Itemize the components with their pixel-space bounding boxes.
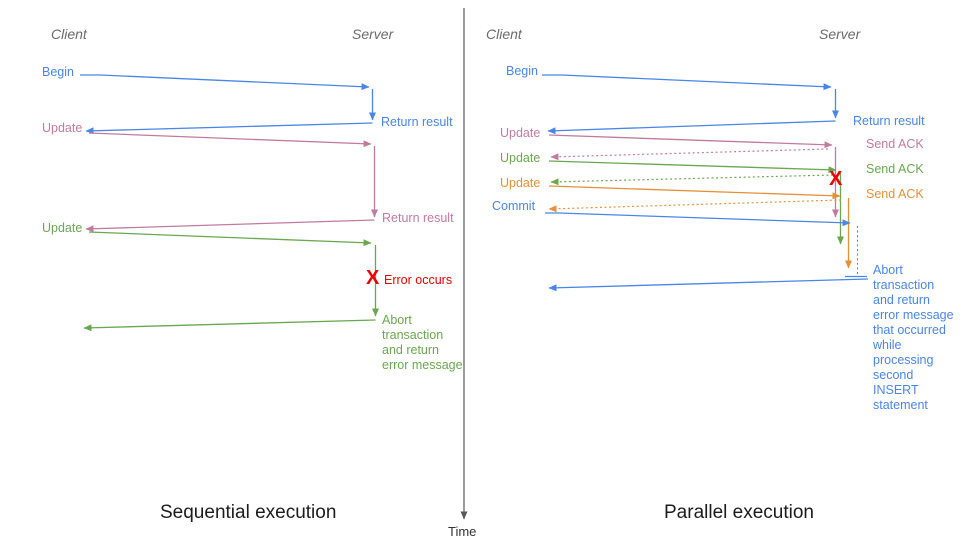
par-client-label: Client — [486, 26, 522, 42]
par-send-ack-1-label: Send ACK — [866, 137, 924, 151]
par-begin-label: Begin — [506, 64, 538, 78]
par-update-3-request-arrow — [548, 185, 841, 200]
par-commit-request-arrow — [545, 212, 851, 227]
par-commit-label: Commit — [492, 199, 536, 213]
par-update-1-request-arrow — [548, 134, 833, 149]
seq-update-2-request-arrow — [88, 231, 372, 247]
seq-update-2-label: Update — [42, 221, 83, 235]
par-send-ack-3-arrow — [548, 199, 842, 213]
par-send-ack-1-arrow — [550, 148, 829, 161]
time-axis-label: Time — [448, 524, 477, 539]
seq-abort-message: Abort transaction and return error messa… — [382, 313, 463, 372]
seq-return-result-1-label: Return result — [381, 115, 453, 129]
par-begin-request-arrow — [542, 74, 832, 91]
par-server-label: Server — [819, 26, 861, 42]
par-return-result-label: Return result — [853, 114, 925, 128]
seq-return-result-2-arrow — [85, 219, 375, 233]
par-update-3-label: Update — [500, 176, 541, 190]
par-send-ack-2-arrow — [550, 174, 834, 186]
par-abort-response-arrow — [548, 278, 869, 292]
par-send-ack-3-label: Send ACK — [866, 187, 924, 201]
par-send-ack-2-label: Send ACK — [866, 162, 924, 176]
par-update-1-label: Update — [500, 126, 541, 140]
par-abort-message: Abort transaction and return error messa… — [873, 263, 954, 412]
par-caption: Parallel execution — [664, 502, 814, 523]
seq-error-x-icon: X — [366, 267, 380, 289]
seq-abort-response-arrow — [83, 319, 376, 332]
seq-client-label: Client — [51, 26, 87, 42]
seq-server-label: Server — [352, 26, 394, 42]
par-update-2-request-arrow — [548, 160, 837, 174]
seq-return-result-2-label: Return result — [382, 211, 454, 225]
seq-return-result-1-arrow — [85, 122, 373, 135]
seq-begin-label: Begin — [42, 65, 74, 79]
seq-update-1-request-arrow — [88, 132, 372, 148]
seq-update-1-label: Update — [42, 121, 83, 135]
seq-begin-request-arrow — [80, 74, 370, 91]
par-return-result-arrow — [547, 120, 836, 135]
par-update-2-label: Update — [500, 151, 541, 165]
seq-error-label: Error occurs — [384, 273, 453, 287]
par-error-x-icon: X — [829, 168, 843, 190]
seq-caption: Sequential execution — [160, 502, 337, 523]
